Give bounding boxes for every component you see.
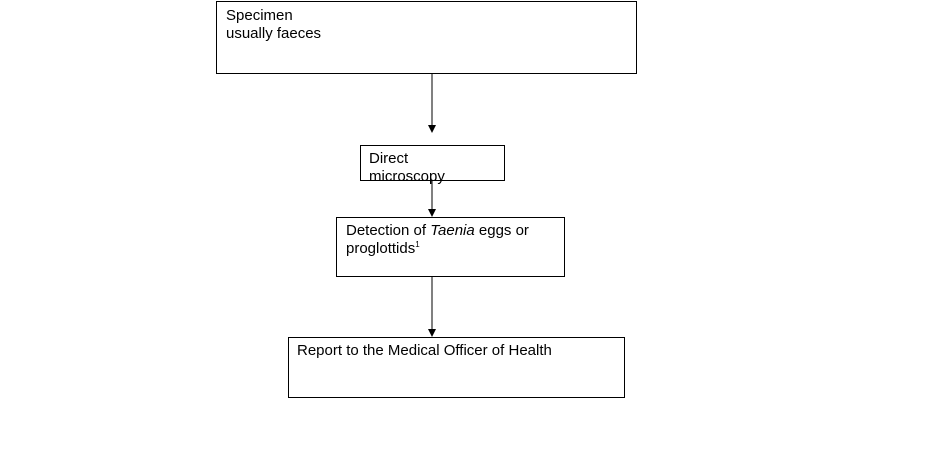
direct-microscopy-box: Direct microscopy — [360, 145, 505, 185]
specimen-title: Specimen — [226, 7, 293, 24]
footnote-marker: 1 — [415, 240, 420, 249]
microscopy-line2: microscopy — [369, 168, 445, 185]
report-box: Report to the Medical Officer of Health — [288, 337, 625, 398]
report-text: Report to the Medical Officer of Health — [297, 342, 552, 359]
detection-line1: Detection of Taenia eggs or — [346, 222, 564, 240]
detection-proglottids: proglottids — [346, 240, 416, 257]
detection-prefix: Detection of — [346, 222, 431, 239]
specimen-subtitle: usually faeces — [226, 25, 322, 42]
detection-box: Detection of Taenia eggs or proglottids1 — [336, 217, 565, 277]
detection-line2: proglottids1 — [346, 240, 564, 258]
specimen-box: Specimen usually faeces — [216, 1, 637, 74]
microscopy-line1: Direct — [369, 150, 409, 167]
detection-genus: Taenia — [430, 222, 475, 239]
detection-suffix: eggs or — [474, 222, 529, 239]
